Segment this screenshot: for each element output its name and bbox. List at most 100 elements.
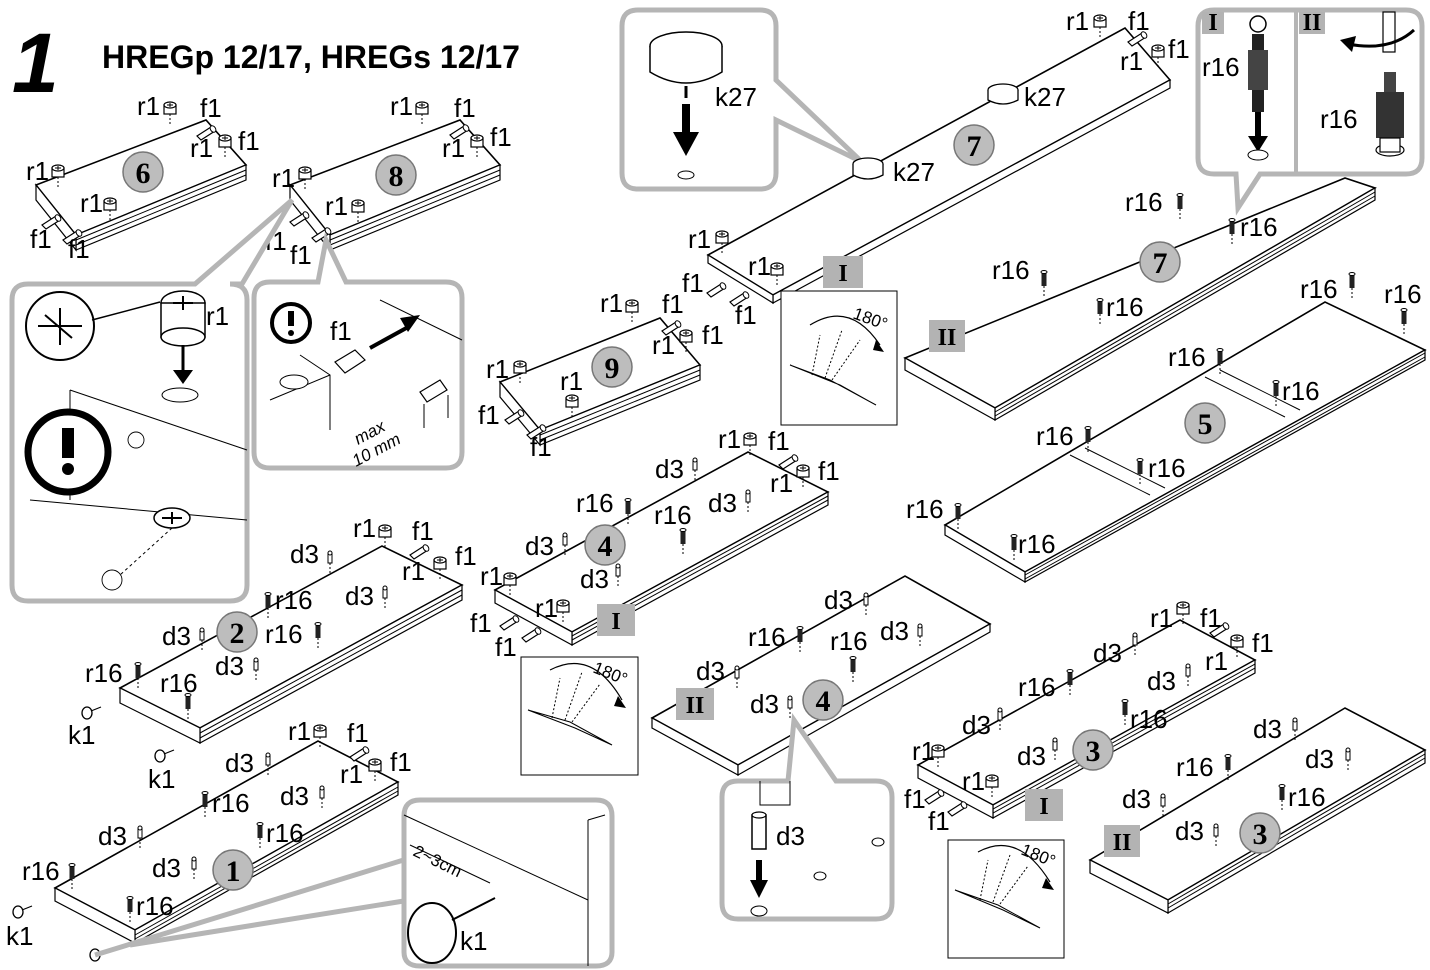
part-label: r16 — [1384, 279, 1422, 309]
part-label: f1 — [682, 268, 704, 298]
part-label: r16 — [1300, 274, 1338, 304]
part-label: f1 — [200, 93, 222, 123]
part-label: k27 — [893, 157, 935, 187]
side-label: I — [1039, 794, 1048, 820]
side-badge — [1025, 789, 1063, 821]
part-label: f1 — [238, 126, 260, 156]
part-label: r16 — [1320, 104, 1358, 134]
callout-d3: d3 — [719, 712, 895, 922]
part-label: r16 — [266, 818, 304, 848]
cam-lock-icon — [1093, 14, 1107, 39]
flip-180-icon: 180° — [780, 290, 898, 426]
panel-number-badge — [122, 151, 164, 193]
part-label: r16 — [1176, 752, 1214, 782]
part-label: r1 — [325, 191, 348, 221]
panel-number: 7 — [1153, 247, 1168, 280]
part-label: d3 — [162, 621, 191, 651]
part-label: r1 — [353, 513, 376, 543]
part-label: d3 — [708, 488, 737, 518]
part-label: d3 — [1093, 638, 1122, 668]
part-label: r16 — [1018, 529, 1056, 559]
callout-k27: k27 — [619, 7, 864, 192]
insert-arrow-icon — [173, 370, 193, 384]
part-label: d3 — [1147, 666, 1176, 696]
side-badge — [1104, 825, 1140, 857]
part-label: r1 — [718, 424, 741, 454]
part-label: k1 — [68, 720, 95, 750]
cam-lock-icon — [415, 101, 429, 126]
part-label: f1 — [1128, 6, 1150, 36]
part-label: r16 — [160, 668, 198, 698]
side-label: II — [1113, 830, 1132, 856]
part-label: f1 — [390, 747, 412, 777]
part-label: f1 — [928, 806, 950, 836]
part-label: f1 — [455, 541, 477, 571]
part-label: r1 — [272, 163, 295, 193]
part-label: f1 — [662, 289, 684, 319]
part-label: d3 — [98, 821, 127, 851]
part-label: d3 — [750, 689, 779, 719]
panel-5: 5 r16 r16 r16 r16 r16 r16 r16 r16 — [906, 272, 1427, 584]
panel-number: 6 — [136, 157, 151, 190]
part-label: r1 — [560, 366, 583, 396]
dowel-icon — [499, 614, 521, 631]
part-label: r1 — [1066, 6, 1089, 36]
part-label: d3 — [1175, 816, 1204, 846]
part-label: d3 — [1305, 744, 1334, 774]
cam-lock-icon — [625, 299, 639, 324]
part-label: r16 — [1168, 342, 1206, 372]
glide-icon — [154, 749, 175, 763]
side-badge — [1299, 12, 1325, 34]
part-label: r16 — [576, 488, 614, 518]
part-label: f1 — [1168, 34, 1190, 64]
side-badge — [929, 320, 965, 352]
part-label: r16 — [906, 494, 944, 524]
side-label: II — [938, 325, 957, 351]
part-label: d3 — [225, 748, 254, 778]
part-label: r1 — [912, 736, 935, 766]
part-label: r16 — [654, 500, 692, 530]
part-label: r16 — [992, 255, 1030, 285]
part-label: r1 — [80, 188, 103, 218]
part-label: d3 — [152, 853, 181, 883]
panel-number: 4 — [816, 685, 831, 718]
step-number: 1 — [12, 16, 59, 110]
part-label: f1 — [478, 400, 500, 430]
glide-k27-icon — [852, 83, 1019, 180]
part-label: r1 — [1150, 603, 1173, 633]
part-label: r16 — [136, 891, 174, 921]
flip-180-icon: 180° — [947, 839, 1065, 959]
part-label: f1 — [412, 516, 434, 546]
panel-3-back: 3 d3 d3 r16 r16 d3 d3 II — [1088, 707, 1427, 915]
flip-180-icon: 180° — [520, 656, 639, 776]
part-label: k1 — [148, 764, 175, 794]
part-label: r1 — [390, 91, 413, 121]
part-label: r16 — [212, 788, 250, 818]
cam-bolt-icon — [1176, 193, 1184, 222]
part-label: f1 — [68, 234, 90, 264]
part-label: r16 — [1148, 453, 1186, 483]
side-badge — [1202, 12, 1224, 34]
panel-number: 1 — [226, 855, 241, 888]
part-label: d3 — [776, 821, 805, 851]
insert-arrow-icon — [673, 132, 699, 156]
part-label: f1 — [347, 718, 369, 748]
part-label: r16 — [1106, 292, 1144, 322]
panel-1: 1 r1 f1 r1 f1 d3 d3 r16 r16 d3 d3 r16 r1… — [6, 716, 412, 962]
part-label: f1 — [290, 240, 312, 270]
side-badge — [597, 604, 635, 636]
part-label: r16 — [1130, 704, 1168, 734]
part-label: d3 — [580, 564, 609, 594]
panel-number: 8 — [389, 160, 404, 193]
part-label: d3 — [880, 616, 909, 646]
part-label: r1 — [535, 593, 558, 623]
part-label: r1 — [652, 330, 675, 360]
part-label: d3 — [1122, 784, 1151, 814]
part-label: r1 — [190, 133, 213, 163]
part-label: d3 — [1253, 714, 1282, 744]
part-label: r1 — [206, 301, 229, 331]
panel-number: 2 — [230, 617, 245, 650]
part-label: d3 — [655, 454, 684, 484]
part-label: d3 — [962, 710, 991, 740]
